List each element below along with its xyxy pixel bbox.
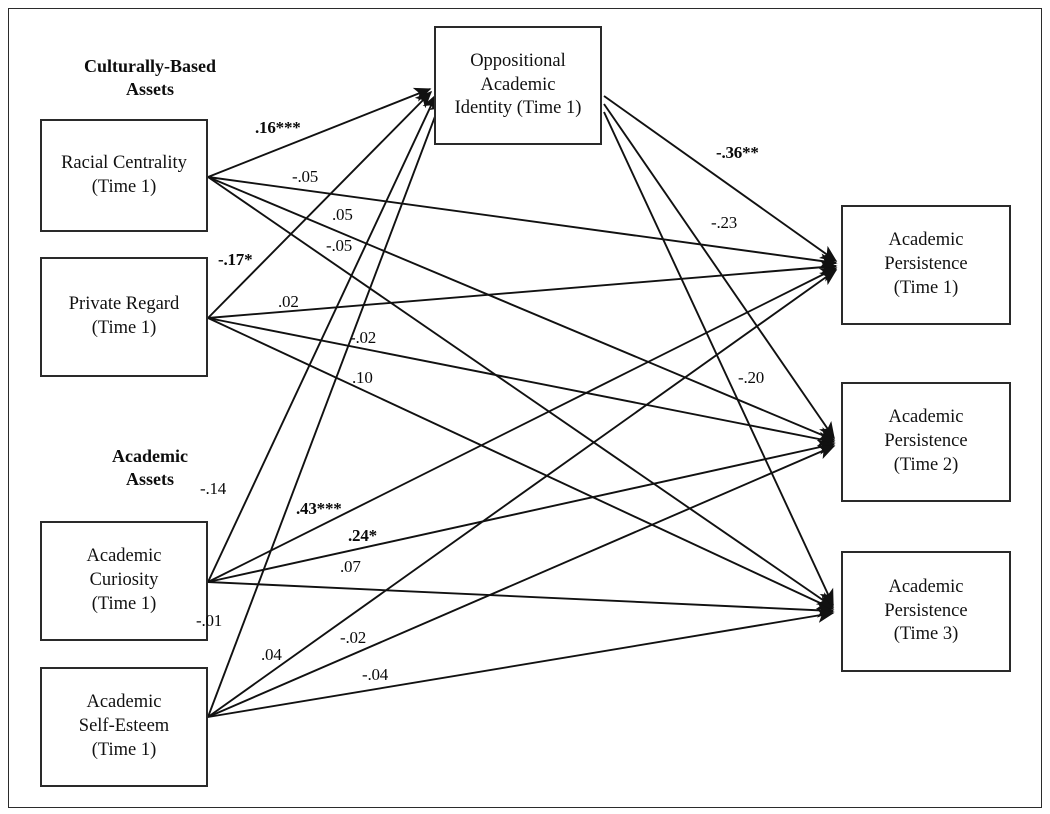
node-academic-persistence-t3[interactable]: Academic Persistence (Time 3) bbox=[841, 551, 1011, 672]
node-label-academic-persistence-t1: Academic Persistence (Time 1) bbox=[884, 230, 968, 298]
path-arrow-ase-to-ap2 bbox=[207, 445, 836, 718]
path-label-ase-to-ap3: -.04 bbox=[362, 665, 389, 684]
path-arrow-ac-to-ap1 bbox=[207, 267, 838, 583]
path-label-ac-to-ap3: .07 bbox=[340, 557, 361, 576]
path-arrow-rc-to-ap1 bbox=[207, 176, 838, 269]
node-label-private-regard: Private Regard (Time 1) bbox=[68, 294, 180, 338]
path-label-ase-to-ap1: .04 bbox=[261, 645, 282, 664]
path-label-rc-to-ap3: -.05 bbox=[326, 236, 353, 255]
path-arrow-oai-to-ap3 bbox=[603, 111, 834, 607]
path-arrow-pr-to-ap1 bbox=[207, 259, 838, 319]
path-label-rc-to-ap1: -.05 bbox=[292, 167, 319, 186]
path-label-oai-to-ap2: -.23 bbox=[711, 213, 738, 232]
group-title-academic-assets: Academic Assets bbox=[112, 446, 188, 490]
path-arrow-ase-to-ap3 bbox=[207, 608, 835, 718]
node-racial-centrality[interactable]: Racial Centrality (Time 1) bbox=[40, 119, 208, 232]
path-label-pr-to-ap1: .02 bbox=[278, 292, 299, 311]
path-label-ac-to-ap1: .43*** bbox=[296, 499, 342, 518]
path-arrow-rc-to-oai bbox=[207, 87, 432, 178]
path-arrow-oai-to-ap1 bbox=[603, 95, 838, 262]
path-arrow-pr-to-ap2 bbox=[207, 317, 836, 447]
path-label-oai-to-ap3: -.20 bbox=[738, 368, 765, 387]
path-label-pr-to-oai: -.17* bbox=[218, 250, 253, 269]
path-arrow-ase-to-ap1 bbox=[207, 269, 838, 718]
path-arrow-ac-to-ap3 bbox=[207, 581, 835, 618]
node-academic-curiosity[interactable]: Academic Curiosity (Time 1) bbox=[40, 521, 208, 641]
path-label-pr-to-ap2: -.02 bbox=[350, 328, 377, 347]
node-label-racial-centrality: Racial Centrality (Time 1) bbox=[61, 152, 187, 197]
path-label-pr-to-ap3: .10 bbox=[352, 368, 373, 387]
path-label-ac-to-ap2: .24* bbox=[348, 526, 377, 545]
node-private-regard[interactable]: Private Regard (Time 1) bbox=[40, 257, 208, 377]
node-academic-persistence-t2[interactable]: Academic Persistence (Time 2) bbox=[841, 382, 1011, 502]
path-arrow-pr-to-ap3 bbox=[207, 317, 835, 610]
path-arrow-ac-to-ap2 bbox=[207, 440, 836, 583]
node-label-oppositional-academic-identity: Oppositional Academic Identity (Time 1) bbox=[454, 50, 582, 119]
node-oppositional-academic-identity[interactable]: Oppositional Academic Identity (Time 1) bbox=[434, 26, 602, 145]
path-arrow-ac-to-oai bbox=[207, 93, 437, 583]
path-arrow-oai-to-ap2 bbox=[603, 103, 835, 440]
node-label-academic-curiosity: Academic Curiosity (Time 1) bbox=[86, 546, 162, 614]
path-label-ase-to-oai: -.01 bbox=[196, 611, 223, 630]
node-academic-persistence-t1[interactable]: Academic Persistence (Time 1) bbox=[841, 205, 1011, 325]
path-label-rc-to-ap2: .05 bbox=[332, 205, 353, 224]
path-arrow-rc-to-ap3 bbox=[207, 176, 835, 608]
path-label-rc-to-oai: .16*** bbox=[255, 118, 301, 137]
path-arrow-rc-to-ap2 bbox=[207, 176, 836, 441]
path-label-ac-to-oai: -.14 bbox=[200, 479, 227, 498]
node-academic-self-esteem[interactable]: Academic Self-Esteem (Time 1) bbox=[40, 667, 208, 787]
path-arrow-ase-to-oai bbox=[207, 96, 444, 718]
path-label-oai-to-ap1: -.36** bbox=[716, 143, 759, 162]
path-arrow-pr-to-oai bbox=[207, 90, 433, 319]
path-label-ase-to-ap2: -.02 bbox=[340, 628, 367, 647]
node-label-academic-persistence-t3: Academic Persistence (Time 3) bbox=[884, 576, 968, 645]
group-title-culturally-based-assets: Culturally-Based Assets bbox=[83, 56, 216, 100]
node-label-academic-self-esteem: Academic Self-Esteem (Time 1) bbox=[78, 692, 170, 760]
node-label-academic-persistence-t2: Academic Persistence (Time 2) bbox=[884, 407, 968, 475]
